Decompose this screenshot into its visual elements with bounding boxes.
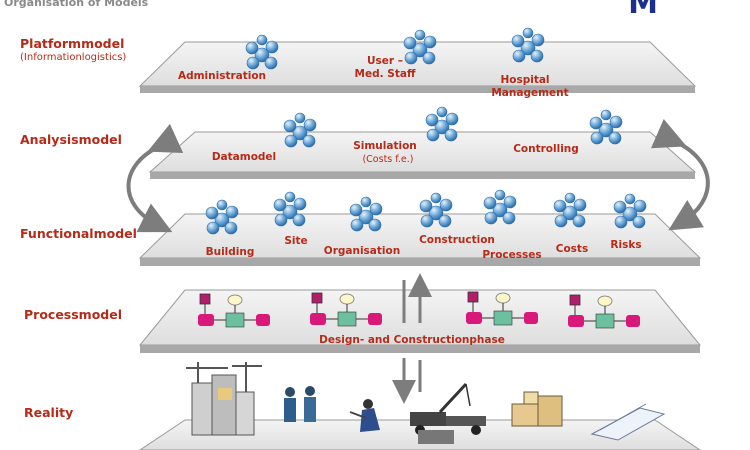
logo: M [628,0,658,21]
plate-platform [138,41,697,93]
diagram-title: Organisation of Models [4,0,149,9]
level-label-analysismodel: Analysismodel [20,132,122,147]
functional-label-processes: Processes [482,249,541,261]
buildings-icon [186,362,262,436]
functional-label-construction: Construction [419,234,495,246]
process-chain-icon [310,292,382,327]
process-chain-icon [466,291,538,326]
cycle-arrow-left [126,123,184,233]
molecule-icon [419,192,453,228]
platform-label-hospital-line2: Management [491,87,568,99]
molecule-icon [613,193,647,229]
analysis-label-simulation: Simulation [353,140,417,152]
functional-label-costs: Costs [556,243,588,255]
platform-label-hospital: Hospital [500,74,549,86]
functional-label-risks: Risks [610,239,641,251]
analysis-label-datamodel: Datamodel [212,151,276,163]
level-label-reality: Reality [24,405,74,420]
crane-truck-icon [410,382,486,444]
workers-icon [284,386,316,422]
functional-label-site: Site [284,235,307,247]
blueprints-icon [590,403,666,441]
level-label-processmodel: Processmodel [24,307,123,322]
molecule-icon [553,192,587,228]
materials-icon [511,391,563,427]
worker-icon [349,399,380,432]
analysis-label-controlling: Controlling [513,143,579,155]
molecule-icon [425,106,459,142]
platform-label-user: User – [367,55,403,67]
molecule-icon [205,199,239,235]
functional-label-organisation: Organisation [324,245,400,257]
molecule-icon [589,109,623,145]
process-chain-icon [198,293,270,328]
process-chain-icon [568,294,640,329]
molecule-icon [283,112,317,148]
process-phase-label: Design- and Constructionphase [319,334,505,346]
molecule-icon [245,34,279,70]
level-label-platformmodel: Platformmodel [20,36,125,51]
molecule-icon [349,196,383,232]
functional-label-building: Building [206,246,255,258]
molecule-icon [273,191,307,227]
molecule-icon [511,27,545,63]
level-sublabel-platformmodel: (Informationlogistics) [20,52,127,63]
molecule-icon [403,29,437,65]
cycle-arrow-right [650,118,710,231]
level-label-functionalmodel: Functionalmodel [20,226,137,241]
platform-label-user-line2: Med. Staff [355,68,416,80]
platform-label-administration: Administration [178,70,266,82]
molecule-icon [483,189,517,225]
analysis-label-simulation-line2: (Costs f.e.) [362,154,413,165]
